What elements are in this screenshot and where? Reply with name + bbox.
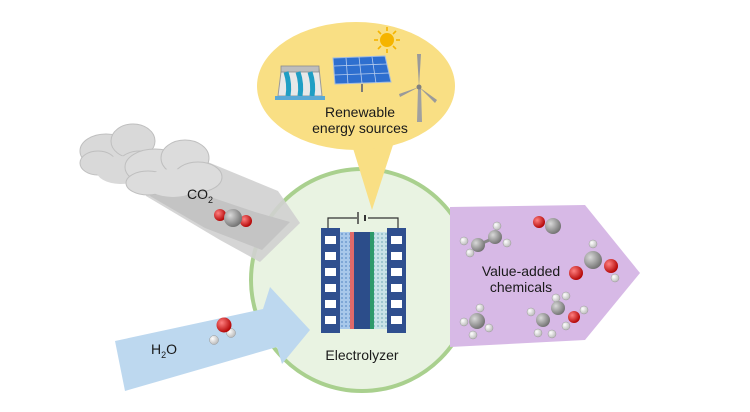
value-added-label-line1: Value-added xyxy=(482,263,560,279)
electrolyzer-label: Electrolyzer xyxy=(325,347,398,363)
h2o-label: H2O xyxy=(151,341,177,360)
ethylene-molecule-icon xyxy=(459,221,512,258)
electrolyzer-icon xyxy=(321,212,406,333)
cloud-icon xyxy=(124,139,223,197)
co-molecule-icon xyxy=(533,216,561,234)
ethanol-molecule-icon xyxy=(526,291,589,339)
value-added-label-line2: chemicals xyxy=(490,279,552,295)
wind-turbine-icon xyxy=(399,54,437,122)
co2-label: CO2 xyxy=(187,186,213,205)
formic-acid-molecule-icon xyxy=(569,239,620,283)
renewable-energy-bubble xyxy=(257,22,455,210)
methane-molecule-icon xyxy=(459,303,494,340)
hydro-dam-icon xyxy=(275,65,325,100)
sun-icon xyxy=(374,27,400,53)
renewable-label-line2: energy sources xyxy=(312,120,408,136)
renewable-label-line1: Renewable xyxy=(325,104,395,120)
h2o-molecule-icon xyxy=(209,317,236,345)
co2-molecule-icon xyxy=(214,209,252,227)
solar-panel-icon xyxy=(332,55,392,92)
